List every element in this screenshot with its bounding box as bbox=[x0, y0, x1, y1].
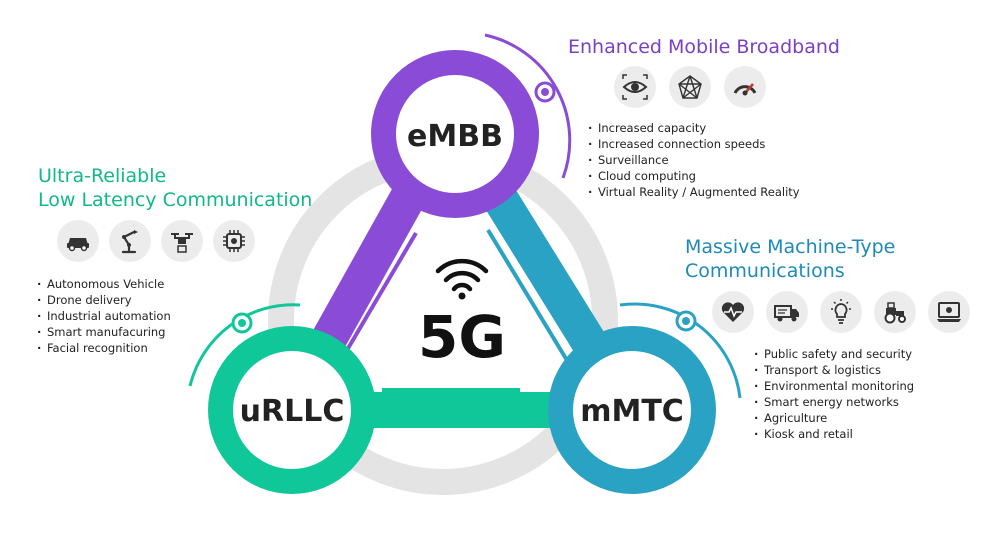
list-item: Kiosk and retail bbox=[752, 426, 914, 442]
urllc-node bbox=[188, 303, 376, 494]
urllc-title-line1: Ultra-Reliable bbox=[38, 165, 167, 187]
mmtc-icon-row bbox=[712, 291, 970, 333]
mmtc-node-label: mMTC bbox=[580, 394, 684, 429]
list-item: Increased capacity bbox=[586, 120, 800, 136]
list-item: Environmental monitoring bbox=[752, 378, 914, 394]
wifi-icon bbox=[435, 258, 489, 300]
kiosk-icon bbox=[928, 291, 970, 333]
network-icon bbox=[669, 66, 711, 108]
urllc-node-label: uRLLC bbox=[240, 394, 345, 429]
list-item: Autonomous Vehicle bbox=[35, 276, 171, 292]
truck-icon bbox=[766, 291, 808, 333]
list-item: Cloud computing bbox=[586, 168, 800, 184]
chip-icon bbox=[213, 220, 255, 262]
inner-line-left bbox=[338, 231, 418, 364]
list-item: Virtual Reality / Augmented Reality bbox=[586, 184, 800, 200]
list-item: Facial recognition bbox=[35, 340, 171, 356]
speedometer-icon bbox=[724, 66, 766, 108]
embb-icon-row bbox=[614, 66, 766, 108]
list-item: Transport & logistics bbox=[752, 362, 914, 378]
mmtc-title-line2: Communications bbox=[685, 260, 845, 282]
list-item: Industrial automation bbox=[35, 308, 171, 324]
urllc-use-case-list: Autonomous Vehicle Drone delivery Indust… bbox=[35, 276, 171, 356]
list-item: Smart manufacuring bbox=[35, 324, 171, 340]
list-item: Surveillance bbox=[586, 152, 800, 168]
list-item: Public safety and security bbox=[752, 346, 914, 362]
heartbeat-icon bbox=[712, 291, 754, 333]
urllc-title-line2: Low Latency Communication bbox=[38, 189, 313, 211]
embb-use-case-list: Increased capacity Increased connection … bbox=[586, 120, 800, 200]
list-item: Drone delivery bbox=[35, 292, 171, 308]
embb-title: Enhanced Mobile Broadband bbox=[568, 36, 840, 58]
drone-icon bbox=[161, 220, 203, 262]
car-icon bbox=[57, 220, 99, 262]
mmtc-use-case-list: Public safety and security Transport & l… bbox=[752, 346, 914, 442]
embb-node bbox=[371, 33, 572, 218]
mmtc-title-line1: Massive Machine-Type bbox=[685, 236, 896, 258]
list-item: Agriculture bbox=[752, 410, 914, 426]
embb-node-label: eMBB bbox=[407, 119, 503, 154]
robot-arm-icon bbox=[109, 220, 151, 262]
list-item: Increased connection speeds bbox=[586, 136, 800, 152]
urllc-icon-row bbox=[57, 220, 255, 262]
lightbulb-icon bbox=[820, 291, 862, 333]
tractor-icon bbox=[874, 291, 916, 333]
5g-label: 5G bbox=[418, 303, 506, 371]
mmtc-node bbox=[548, 302, 742, 494]
eye-icon bbox=[614, 66, 656, 108]
inner-line-right bbox=[486, 228, 570, 364]
list-item: Smart energy networks bbox=[752, 394, 914, 410]
